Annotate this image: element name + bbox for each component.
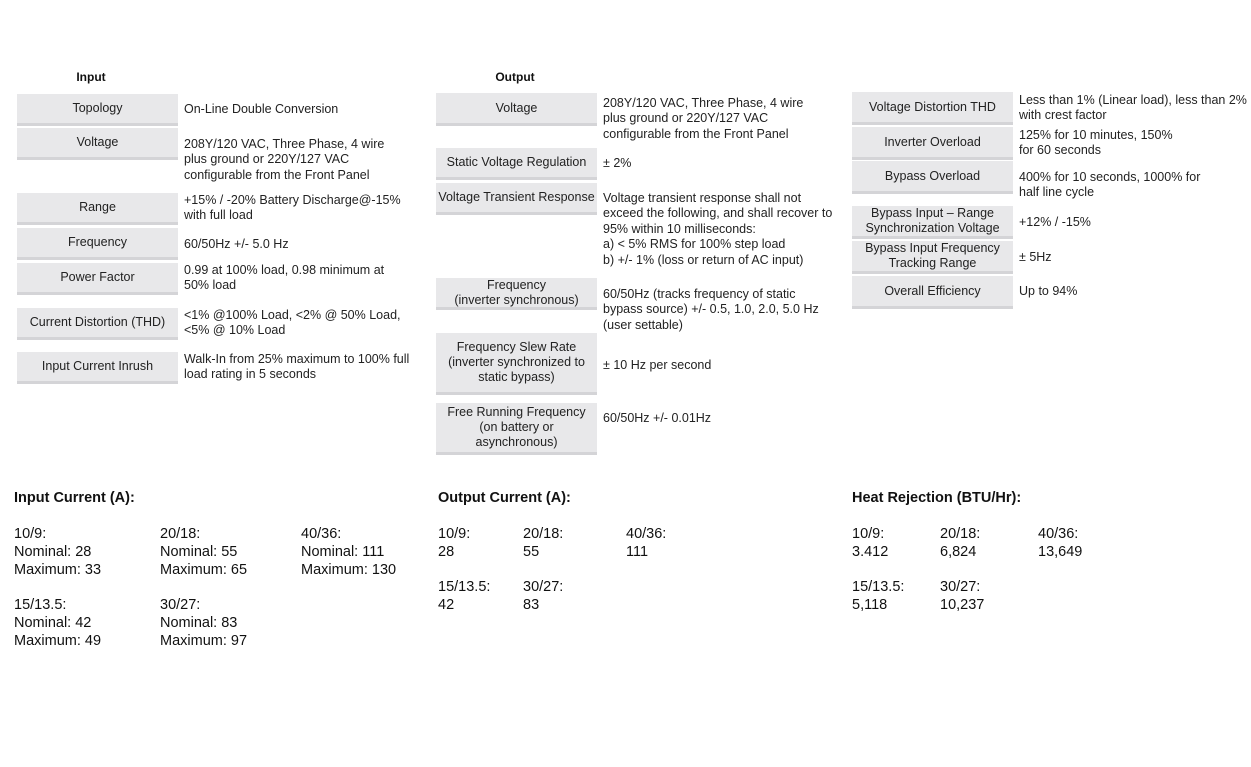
input-heading: Input xyxy=(76,70,106,84)
output-current-title: Output Current (A): xyxy=(438,490,571,506)
heat-rejection-item: 10/9: 3.412 xyxy=(852,526,889,560)
spec-value: 60/50Hz +/- 0.01Hz xyxy=(603,411,712,425)
spec-label: Current Distortion (THD) xyxy=(17,308,178,340)
spec-label: Bypass Input – Range Synchronization Vol… xyxy=(852,206,1013,239)
output-heading: Output xyxy=(495,70,535,84)
heat-rejection-item: 40/36: 13,649 xyxy=(1038,526,1083,560)
spec-value: 208Y/120 VAC, Three Phase, 4 wire plus g… xyxy=(184,137,385,182)
spec-label: Inverter Overload xyxy=(852,127,1013,160)
output-current-item: 20/18: 55 xyxy=(523,526,564,560)
output-current-item: 10/9: 28 xyxy=(438,526,471,560)
spec-value: Less than 1% (Linear load), less than 2%… xyxy=(1019,93,1247,123)
spec-label: Voltage Transient Response xyxy=(436,183,597,215)
spec-value: +15% / -20% Battery Discharge@-15% with … xyxy=(184,193,401,223)
spec-value: ± 2% xyxy=(603,156,632,170)
output-current-item: 15/13.5: 42 xyxy=(438,579,491,613)
spec-value: Walk-In from 25% maximum to 100% full lo… xyxy=(184,352,410,382)
heat-rejection-title: Heat Rejection (BTU/Hr): xyxy=(852,490,1022,506)
spec-value: On-Line Double Conversion xyxy=(184,102,339,116)
spec-value: 60/50Hz +/- 5.0 Hz xyxy=(184,237,289,251)
spec-value: 0.99 at 100% load, 0.98 minimum at 50% l… xyxy=(184,263,385,293)
heat-rejection-item: 30/27: 10,237 xyxy=(940,579,985,613)
spec-label: Frequency (inverter synchronous) xyxy=(436,278,597,310)
spec-label: Voltage xyxy=(436,93,597,126)
spec-value: 208Y/120 VAC, Three Phase, 4 wire plus g… xyxy=(603,96,804,141)
heat-rejection-item: 15/13.5: 5,118 xyxy=(852,579,905,613)
spec-label: Voltage Distortion THD xyxy=(852,92,1013,125)
spec-value: ± 10 Hz per second xyxy=(603,358,712,372)
spec-label: Input Current Inrush xyxy=(17,352,178,384)
output-current-item: 40/36: 111 xyxy=(626,526,667,560)
spec-value: 125% for 10 minutes, 150% for 60 seconds xyxy=(1019,128,1173,158)
input-current-title: Input Current (A): xyxy=(14,490,135,506)
input-current-item: 15/13.5: Nominal: 42 Maximum: 49 xyxy=(14,597,102,649)
spec-value: +12% / -15% xyxy=(1019,215,1091,229)
input-current-item: 10/9: Nominal: 28 Maximum: 33 xyxy=(14,526,102,578)
spec-value: 400% for 10 seconds, 1000% for half line… xyxy=(1019,170,1201,200)
spec-label: Static Voltage Regulation xyxy=(436,148,597,180)
spec-value: Voltage transient response shall not exc… xyxy=(603,191,833,267)
input-current-item: 30/27: Nominal: 83 Maximum: 97 xyxy=(160,597,248,649)
spec-label: Range xyxy=(17,193,178,225)
spec-label: Voltage xyxy=(17,128,178,160)
spec-label: Overall Efficiency xyxy=(852,276,1013,309)
input-current-item: 20/18: Nominal: 55 Maximum: 65 xyxy=(160,526,248,578)
spec-label: Frequency xyxy=(17,228,178,260)
spec-label: Bypass Input Frequency Tracking Range xyxy=(852,241,1013,274)
spec-label: Topology xyxy=(17,94,178,126)
spec-value: ± 5Hz xyxy=(1019,250,1052,264)
spec-label: Power Factor xyxy=(17,263,178,295)
spec-label: Free Running Frequency (on battery or as… xyxy=(436,403,597,455)
spec-label: Frequency Slew Rate (inverter synchroniz… xyxy=(436,333,597,395)
spec-value: Up to 94% xyxy=(1019,284,1078,298)
output-current-item: 30/27: 83 xyxy=(523,579,564,613)
spec-label: Bypass Overload xyxy=(852,161,1013,194)
spec-value: <1% @100% Load, <2% @ 50% Load, <5% @ 10… xyxy=(184,308,401,338)
input-current-item: 40/36: Nominal: 111 Maximum: 130 xyxy=(301,526,397,578)
heat-rejection-item: 20/18: 6,824 xyxy=(940,526,981,560)
spec-value: 60/50Hz (tracks frequency of static bypa… xyxy=(603,287,819,332)
